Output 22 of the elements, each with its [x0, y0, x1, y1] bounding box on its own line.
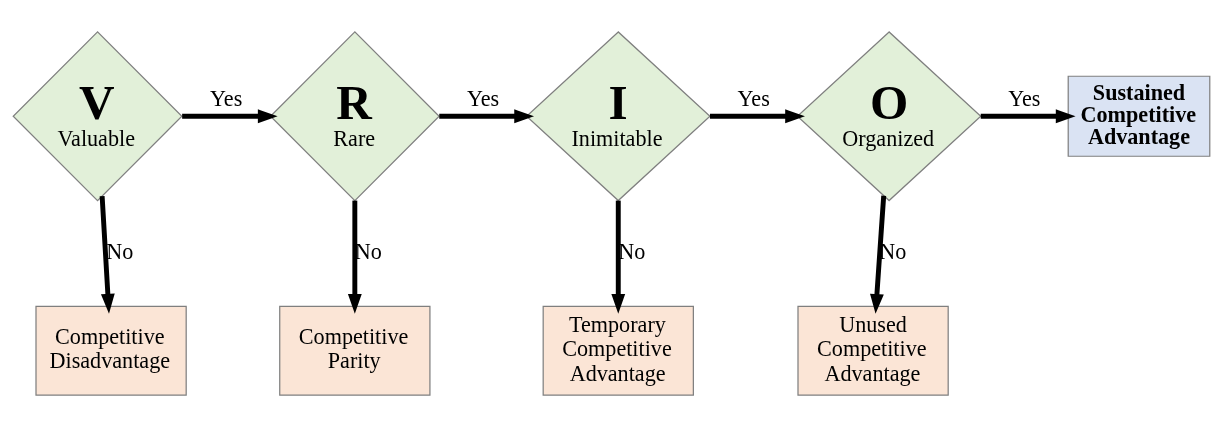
edge-label: Yes — [737, 85, 770, 111]
edge-label: No — [354, 238, 382, 264]
node-box: Temporary Competitive Advantage — [542, 305, 694, 396]
node-diamond: V Valuable — [12, 31, 183, 202]
node-diamond: I Inimitable — [525, 31, 711, 202]
edge-label: Yes — [210, 85, 243, 111]
arrow — [439, 109, 534, 124]
node-diamond: O Organized — [796, 31, 982, 202]
arrow — [709, 109, 805, 124]
node-box: Sustained Competitive Advantage — [1067, 75, 1211, 157]
arrow — [980, 109, 1076, 124]
arrow — [870, 195, 887, 314]
node-diamond: R Rare — [269, 31, 441, 202]
arrow — [99, 195, 115, 314]
arrow — [182, 109, 278, 124]
node-box: Competitive Disadvantage — [35, 305, 187, 396]
edge-label: Yes — [466, 85, 500, 111]
node-box: Unused Competitive Advantage — [797, 305, 949, 396]
edge-label: Yes — [1008, 85, 1041, 111]
arrow — [611, 200, 626, 314]
node-box: Competitive Parity — [279, 305, 431, 396]
arrow — [347, 200, 362, 314]
